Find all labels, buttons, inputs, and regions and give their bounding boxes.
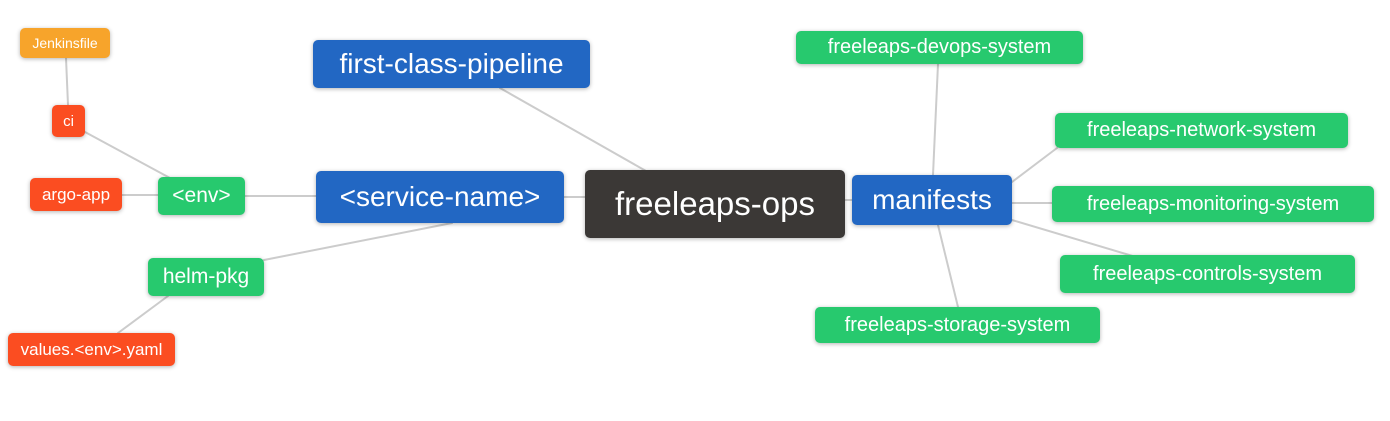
edge-service-name-to-helm-pkg bbox=[263, 222, 453, 261]
node-freeleaps-ops[interactable]: freeleaps-ops bbox=[585, 170, 845, 238]
edge-manifests-to-freeleaps-devops-system bbox=[932, 63, 939, 176]
edge-jenkinsfile-to-ci bbox=[65, 57, 69, 106]
edge-ci-to-env bbox=[84, 131, 171, 179]
edge-helm-pkg-to-values-env-yaml bbox=[117, 295, 169, 334]
node-argo-app[interactable]: argo-app bbox=[30, 178, 122, 211]
node-helm-pkg[interactable]: helm-pkg bbox=[148, 258, 264, 296]
edge-manifests-to-freeleaps-network-system bbox=[1011, 147, 1058, 183]
edge-first-class-pipeline-to-freeleaps-ops bbox=[499, 87, 647, 172]
node-env[interactable]: <env> bbox=[158, 177, 245, 215]
node-manifests[interactable]: manifests bbox=[852, 175, 1012, 225]
node-freeleaps-monitoring-system[interactable]: freeleaps-monitoring-system bbox=[1052, 186, 1374, 222]
edge-manifests-to-freeleaps-storage-system bbox=[937, 224, 959, 308]
node-freeleaps-devops-system[interactable]: freeleaps-devops-system bbox=[796, 31, 1083, 64]
node-freeleaps-controls-system[interactable]: freeleaps-controls-system bbox=[1060, 255, 1355, 293]
node-freeleaps-network-system[interactable]: freeleaps-network-system bbox=[1055, 113, 1348, 148]
node-freeleaps-storage-system[interactable]: freeleaps-storage-system bbox=[815, 307, 1100, 343]
node-service-name[interactable]: <service-name> bbox=[316, 171, 564, 223]
node-values-env-yaml[interactable]: values.<env>.yaml bbox=[8, 333, 175, 366]
edge-manifests-to-freeleaps-controls-system bbox=[1011, 219, 1137, 258]
node-ci[interactable]: ci bbox=[52, 105, 85, 137]
node-jenkinsfile[interactable]: Jenkinsfile bbox=[20, 28, 110, 58]
node-first-class-pipeline[interactable]: first-class-pipeline bbox=[313, 40, 590, 88]
